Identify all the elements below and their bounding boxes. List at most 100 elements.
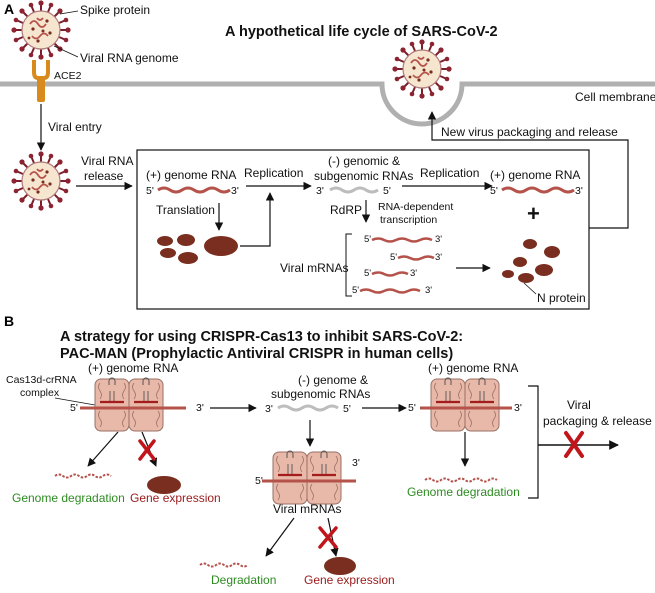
- mrna1-five: 5': [364, 234, 371, 245]
- plus-rna-strand: [157, 186, 231, 194]
- panel-b-title-line2: PAC-MAN (Prophylactic Antiviral CRISPR i…: [60, 346, 453, 362]
- viral-rna-release-line2: release: [84, 169, 124, 183]
- cas13-ribo-2-icon: [127, 376, 165, 433]
- inhibit-x-1-icon: [138, 439, 156, 461]
- spike-protein-label: Spike protein: [80, 3, 150, 17]
- b-three-1: 3': [196, 402, 204, 414]
- cas13-complex-line1: Cas13d-crRNA: [6, 374, 77, 386]
- b-five-3: 5': [255, 475, 263, 487]
- gene-expression-bottom-label: Gene expression: [304, 573, 395, 587]
- mrna2-five: 5': [390, 252, 397, 263]
- cas13-ribo-5-icon: [429, 376, 467, 433]
- viral-proteins-icon: [157, 234, 238, 264]
- packaging-arrow: [427, 111, 629, 229]
- translation-label: Translation: [156, 203, 215, 217]
- degraded-rna-3: [424, 477, 498, 483]
- cas13-ribo-1-icon: [93, 376, 131, 433]
- n-proteins-icon: [502, 239, 560, 283]
- rdrp-label: RdRP: [330, 203, 362, 217]
- genome-degradation-label: Genome degradation: [12, 491, 125, 505]
- viral-rna-genome-label: Viral RNA genome: [80, 51, 179, 65]
- b-five-2: 5': [343, 403, 351, 415]
- virus-entering-icon: [10, 0, 72, 61]
- viral-entry-label: Viral entry: [48, 120, 102, 134]
- plus-genome-b-label: (+) genome RNA: [88, 361, 178, 375]
- panel-b-title-line1: A strategy for using CRISPR-Cas13 to inh…: [60, 329, 463, 345]
- b-three-3: 3': [352, 457, 360, 469]
- rna-dependent-line2: transcription: [380, 214, 437, 226]
- mrna-bracket: [345, 233, 352, 297]
- three-prime-2: 3': [316, 185, 324, 197]
- viral-packaging-line2: packaging & release: [543, 414, 652, 428]
- panel-b-letter: B: [4, 313, 14, 329]
- viral-rna-release-line1: Viral RNA: [81, 154, 133, 168]
- five-prime-1: 5': [146, 185, 154, 197]
- plus-sign: +: [527, 201, 540, 226]
- degraded-rna-1: [54, 473, 112, 479]
- packaging-label: New virus packaging and release: [441, 125, 618, 139]
- viral-mrnas-b-label: Viral mRNAs: [273, 502, 341, 516]
- cas13-complex-line2: complex: [20, 387, 60, 399]
- mrna3-three: 3': [410, 268, 417, 279]
- mrna3-five: 5': [364, 268, 371, 279]
- minus-genomic-line1: (-) genomic &: [328, 154, 400, 168]
- plus-rna-right-strand: [501, 186, 575, 194]
- right-bracket: [528, 385, 539, 499]
- minus-rna-b-strand: [277, 404, 339, 412]
- plus-genome-right-b-label: (+) genome RNA: [428, 361, 518, 375]
- b-three-4: 3': [514, 402, 522, 414]
- minus-genome-b-line1: (-) genome &: [298, 373, 368, 387]
- gene-expression-label: Gene expression: [130, 491, 221, 505]
- minus-rna-strand: [329, 186, 379, 194]
- degraded-rna-2: [199, 562, 249, 568]
- plus-genome-label: (+) genome RNA: [146, 168, 236, 182]
- cas13-ribo-6-icon: [463, 376, 501, 433]
- cell-membrane: [0, 81, 655, 127]
- cas13-ribo-3-icon: [271, 449, 309, 506]
- cell-membrane-label: Cell membrane: [575, 90, 655, 104]
- rna-dependent-line1: RNA-dependent: [378, 201, 453, 213]
- viral-packaging-line1: Viral: [567, 398, 591, 412]
- degradation-arrow-2: [265, 517, 295, 557]
- panel-a-letter: A: [4, 1, 14, 17]
- genome-degradation-right-label: Genome degradation: [407, 485, 520, 499]
- panel-a-title: A hypothetical life cycle of SARS-CoV-2: [225, 24, 498, 40]
- viral-mrnas-strands: [359, 237, 435, 294]
- b-five-4: 5': [408, 402, 416, 414]
- n-protein-label: N protein: [537, 291, 586, 305]
- b-five-1: 5': [70, 402, 78, 414]
- inhibit-x-3-icon: [564, 431, 584, 458]
- b-three-2: 3': [265, 403, 273, 415]
- n-protein-pointer: [523, 282, 537, 295]
- mrna4-three: 3': [425, 285, 432, 296]
- replication-label-2: Replication: [420, 166, 479, 180]
- genome-pointer: [53, 45, 79, 58]
- degradation-arrow-1: [87, 431, 119, 467]
- ace2-receptor-icon: [32, 60, 50, 102]
- five-prime-3: 5': [490, 185, 498, 197]
- cas13-pointer: [54, 397, 96, 406]
- protein-to-replication-arrow: [240, 192, 275, 247]
- minus-genomic-line2: subgenomic RNAs: [314, 169, 413, 183]
- inhibit-x-2-icon: [318, 526, 338, 549]
- three-prime-3: 3': [575, 185, 583, 197]
- internalized-virus-icon: [10, 150, 72, 212]
- degradation-label: Degradation: [211, 573, 276, 587]
- protein-product-1: [147, 476, 181, 494]
- cas13-ribo-4-icon: [305, 449, 343, 506]
- cytoplasm-box: [136, 149, 590, 310]
- expression-arrow-2: [327, 517, 339, 557]
- plus-genome-right-label: (+) genome RNA: [490, 168, 580, 182]
- minus-genome-b-line2: subgenomic RNAs: [271, 387, 370, 401]
- mrna2-three: 3': [435, 252, 442, 263]
- ace2-label: ACE2: [54, 70, 82, 82]
- three-prime-1: 3': [231, 185, 239, 197]
- mrna1-three: 3': [435, 234, 442, 245]
- spike-pointer: [59, 10, 79, 15]
- replication-label-1: Replication: [244, 166, 303, 180]
- five-prime-2: 5': [383, 185, 391, 197]
- protein-product-2: [324, 557, 356, 575]
- viral-mrnas-label: Viral mRNAs: [280, 261, 348, 275]
